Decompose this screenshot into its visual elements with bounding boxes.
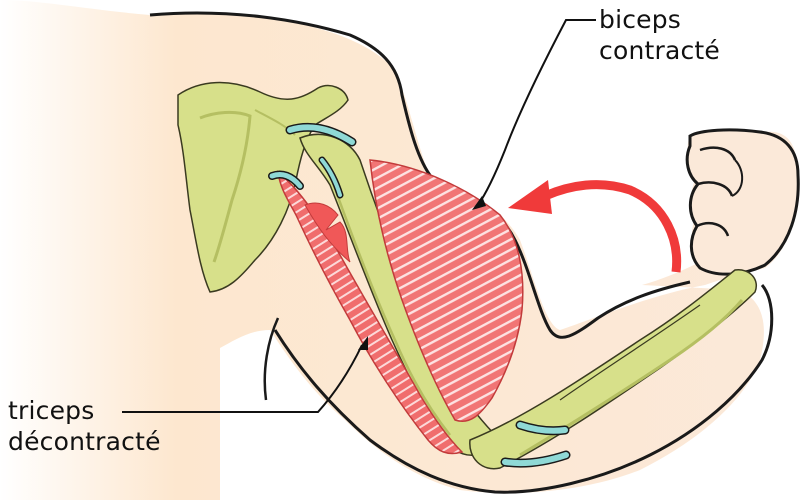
biceps-label-line2: contracté	[599, 36, 720, 65]
biceps-label-line1: biceps	[599, 5, 681, 34]
curved-arrow-icon	[508, 180, 677, 272]
biceps-label: biceps contracté	[599, 4, 720, 66]
triceps-label: triceps décontracté	[8, 395, 161, 457]
triceps-label-line1: triceps	[8, 396, 94, 425]
fist	[687, 130, 798, 274]
triceps-label-line2: décontracté	[8, 427, 161, 456]
